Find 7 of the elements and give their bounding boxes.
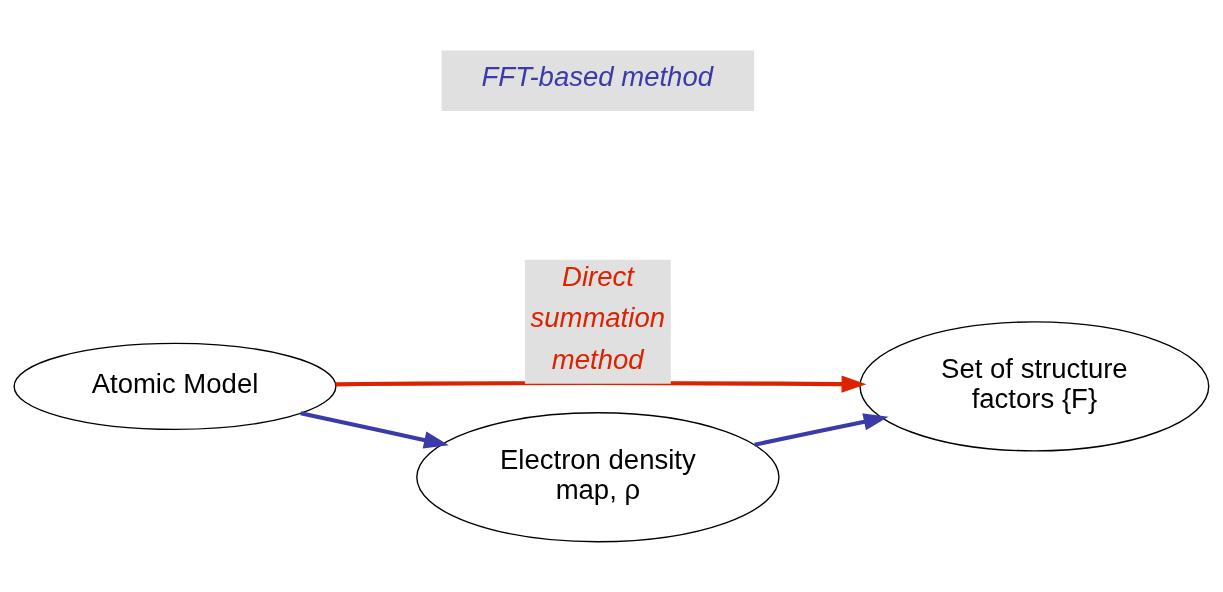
node-ellipse: Atomic Model bbox=[13, 342, 337, 431]
edge-label: Direct summation method bbox=[530, 260, 665, 375]
label: FFT-based method bbox=[481, 61, 714, 93]
arrow bbox=[335, 375, 867, 393]
arrow bbox=[754, 413, 889, 447]
arrow bbox=[300, 411, 449, 449]
node-ellipse: Electron density map, ρ bbox=[416, 412, 780, 543]
